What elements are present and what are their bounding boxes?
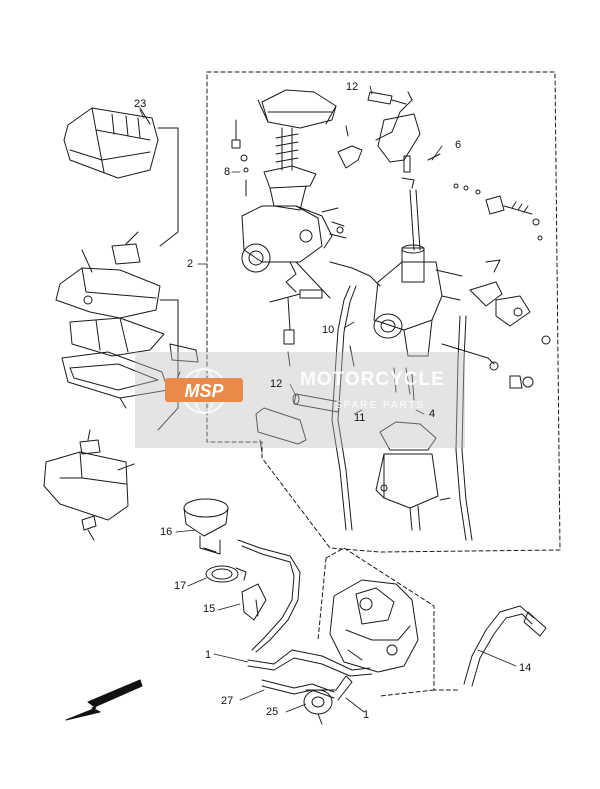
part-17-clamp [205, 565, 247, 583]
lower-hoses [237, 539, 373, 699]
carburetor-left-body [241, 205, 347, 367]
watermark-globe-icon: MSP [165, 368, 243, 414]
callout-23: 23 [134, 98, 147, 110]
carburetor-main-body [269, 244, 463, 357]
callout-10: 10 [322, 324, 335, 336]
part-15-bracket [241, 583, 267, 621]
part-23-cover [63, 107, 159, 179]
part-12-upper-cable-guide [337, 91, 421, 169]
part-16-cap [183, 498, 229, 555]
callout-8: 8 [224, 166, 231, 178]
callout-leader-lines [139, 85, 517, 713]
lower-engine-block [329, 579, 419, 673]
part-12-lower-pipe [292, 393, 341, 413]
callout-1-left: 1 [205, 649, 212, 661]
part-10-vent-hoses [331, 285, 473, 541]
part-4-float-bowl [375, 421, 451, 531]
carburetor-top-cap-and-spring [231, 89, 337, 211]
carburetor-assembly-boundary [206, 71, 561, 553]
callout-4: 4 [429, 408, 436, 420]
part-14-hose [463, 605, 547, 687]
front-direction-arrow-icon [65, 679, 143, 721]
part-25-valve [303, 675, 353, 725]
callout-27: 27 [221, 695, 234, 707]
watermark-logo-text: MSP [184, 381, 224, 401]
part-lower-bracket [255, 407, 307, 453]
watermark-sub: SPARE PARTS [335, 400, 426, 411]
watermark-brand: MOTORCYCLE [300, 369, 445, 390]
callout-6: 6 [455, 139, 462, 151]
callout-1-right: 1 [363, 709, 370, 721]
callout-12-top: 12 [346, 81, 359, 93]
callout-17: 17 [174, 580, 187, 592]
callout-2: 2 [187, 258, 194, 270]
callout-14: 14 [519, 662, 532, 674]
part-left-intake-parts [43, 231, 199, 541]
callout-16: 16 [160, 526, 173, 538]
lower-subassembly-boundary [317, 547, 459, 697]
callout-25: 25 [266, 706, 279, 718]
left-bracket-lines [157, 127, 179, 431]
callout-12-lower: 12 [270, 378, 283, 390]
callout-15: 15 [203, 603, 216, 615]
callout-11: 11 [354, 412, 366, 424]
part-6-jet-components [401, 153, 441, 251]
part-throttle-screw-assembly [441, 183, 551, 389]
